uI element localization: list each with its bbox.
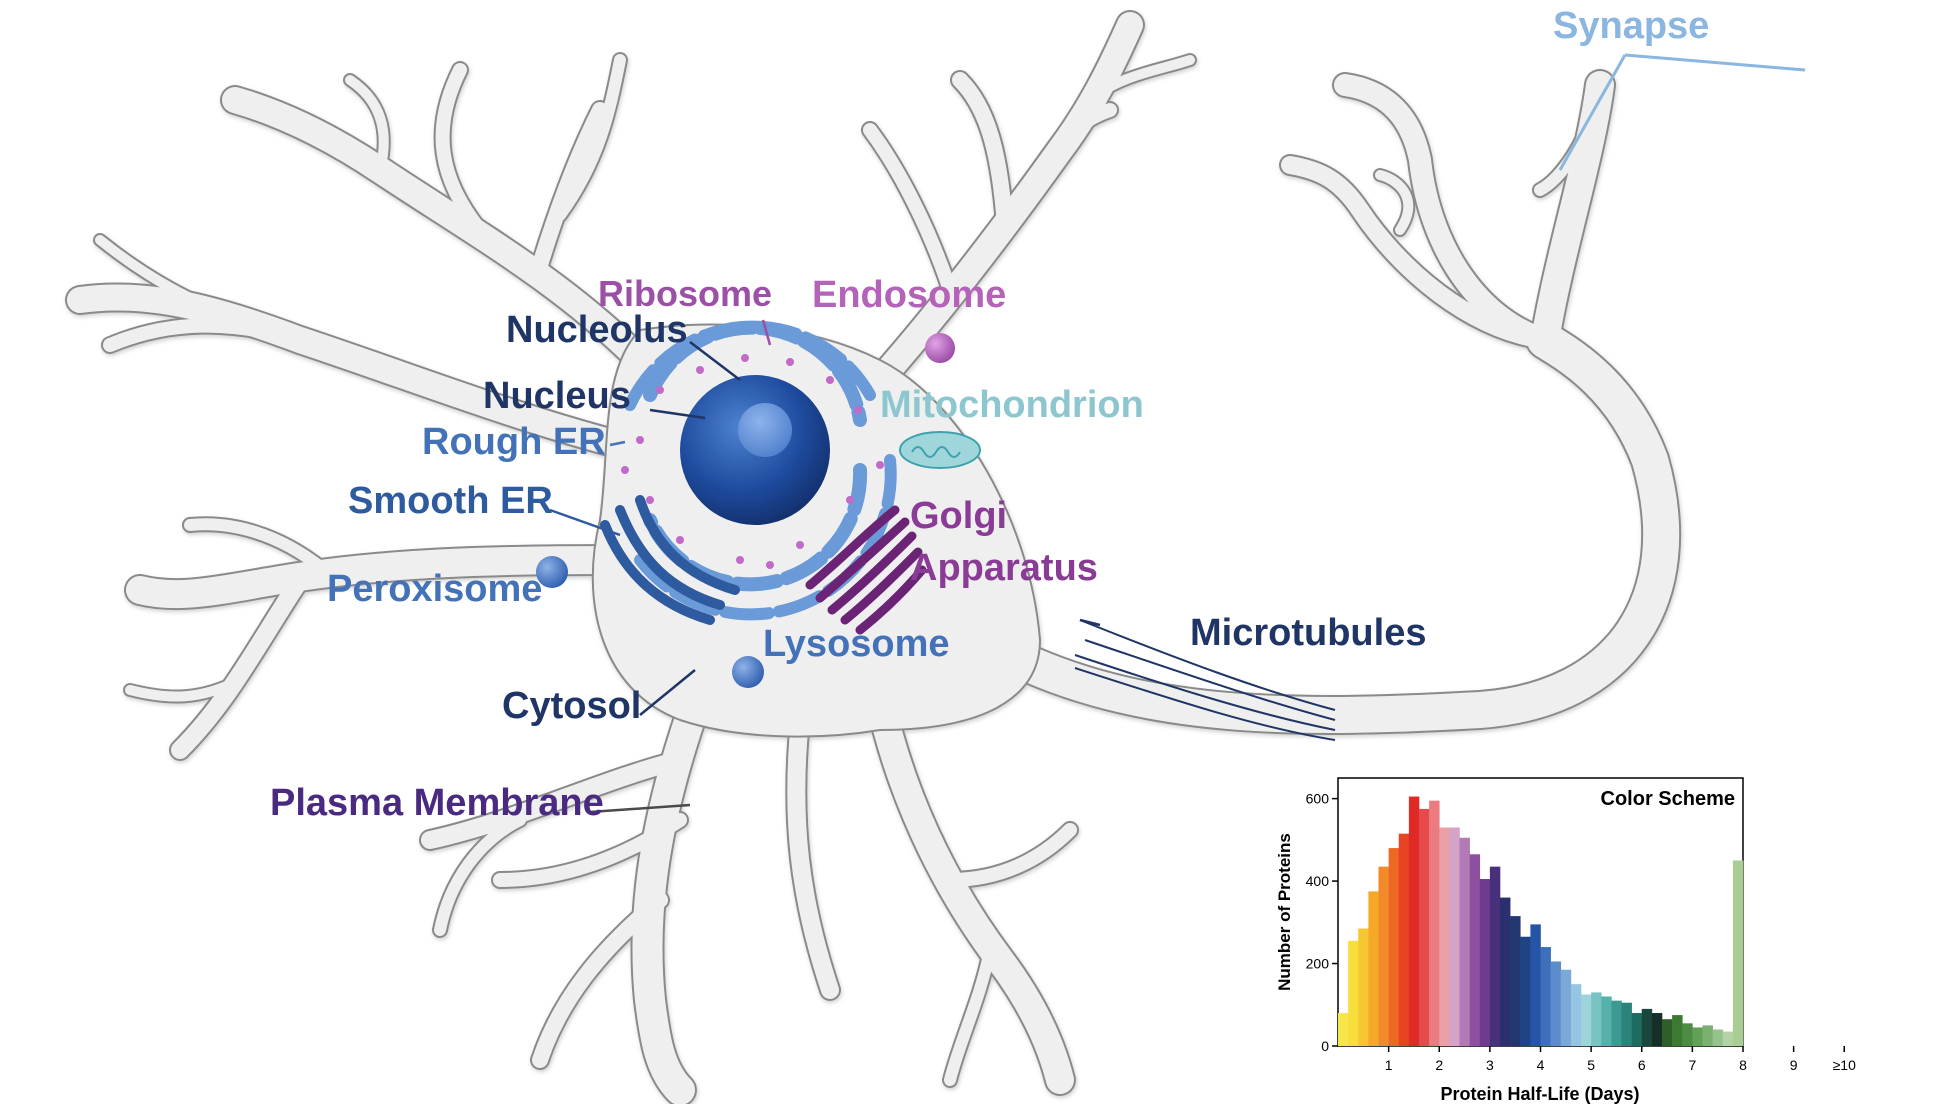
histogram-bar bbox=[1510, 916, 1521, 1046]
histogram-bar bbox=[1621, 1002, 1632, 1046]
histogram-bar bbox=[1672, 1015, 1683, 1046]
histogram-bar bbox=[1429, 800, 1440, 1046]
label-peroxisome: Peroxisome bbox=[327, 568, 542, 610]
histogram-bar bbox=[1560, 969, 1572, 1046]
x-tick-label: 9 bbox=[1790, 1057, 1798, 1073]
histogram-bar bbox=[1722, 1031, 1734, 1046]
lysosome bbox=[732, 656, 764, 688]
histogram-bar bbox=[1570, 984, 1582, 1046]
histogram-bar bbox=[1651, 1013, 1663, 1046]
label-ribosome: Ribosome bbox=[598, 273, 772, 314]
histogram-bar bbox=[1662, 1019, 1673, 1046]
histogram-bar bbox=[1550, 961, 1562, 1046]
histogram-bar bbox=[1540, 947, 1551, 1046]
histogram-bar bbox=[1419, 808, 1430, 1046]
histogram-bar bbox=[1489, 866, 1501, 1046]
histogram-bar bbox=[1338, 1013, 1349, 1046]
histogram-bar bbox=[1358, 928, 1369, 1046]
histogram-bar bbox=[1368, 891, 1379, 1046]
histogram-bar bbox=[1439, 827, 1450, 1046]
y-tick-label: 400 bbox=[1306, 873, 1330, 889]
x-tick-label: 1 bbox=[1385, 1057, 1393, 1073]
x-tick-label: 7 bbox=[1688, 1057, 1696, 1073]
histogram-bar bbox=[1520, 936, 1531, 1046]
label-nucleolus: Nucleolus bbox=[506, 309, 688, 351]
histogram-bar bbox=[1459, 837, 1470, 1046]
label-microtubules: Microtubules bbox=[1190, 612, 1426, 654]
y-tick-label: 0 bbox=[1321, 1038, 1329, 1054]
histogram-bar bbox=[1732, 860, 1744, 1046]
golgi-apparatus bbox=[805, 505, 927, 635]
histogram-bar bbox=[1449, 827, 1460, 1046]
histogram-bar bbox=[1631, 1013, 1643, 1046]
label-synapse: Synapse bbox=[1553, 5, 1709, 47]
histogram-bar bbox=[1398, 833, 1410, 1046]
cell-body bbox=[65, 10, 1682, 1104]
smooth-er bbox=[600, 495, 740, 625]
histogram-bar bbox=[1682, 1023, 1693, 1046]
histogram-bar bbox=[1702, 1025, 1713, 1046]
label-lysosome: Lysosome bbox=[763, 623, 950, 665]
histogram-bar bbox=[1692, 1027, 1703, 1046]
half-life-histogram: Color Scheme 0 200 400 600 1 2 3 4 5 6 7 8 9 ≥10 Pro… bbox=[1275, 777, 1856, 1104]
x-tick-label: 4 bbox=[1537, 1057, 1545, 1073]
microtubules bbox=[1074, 619, 1336, 741]
chart-x-axis: 1 2 3 4 5 6 7 8 9 ≥10 bbox=[1385, 1046, 1856, 1073]
chart-bars bbox=[1338, 796, 1744, 1046]
leader-lines bbox=[549, 319, 1101, 814]
label-mitochondrion: Mitochondrion bbox=[880, 384, 1144, 426]
chart-y-axis: 0 200 400 600 bbox=[1306, 791, 1338, 1054]
x-tick-label: ≥10 bbox=[1833, 1057, 1856, 1073]
histogram-bar bbox=[1641, 1008, 1653, 1046]
x-tick-label: 5 bbox=[1587, 1057, 1595, 1073]
synapse-pointer bbox=[1558, 53, 1806, 171]
label-rough-er: Rough ER bbox=[422, 421, 606, 463]
x-tick-label: 2 bbox=[1435, 1057, 1443, 1073]
label-golgi-line2: Apparatus bbox=[910, 547, 1098, 589]
histogram-bar bbox=[1408, 796, 1420, 1046]
chart-x-label: Protein Half-Life (Days) bbox=[1440, 1084, 1639, 1104]
histogram-bar bbox=[1348, 940, 1359, 1046]
histogram-bar bbox=[1712, 1029, 1724, 1046]
chart-title: Color Scheme bbox=[1601, 788, 1735, 810]
histogram-bar bbox=[1601, 996, 1612, 1046]
histogram-bar bbox=[1591, 992, 1602, 1046]
histogram-bar bbox=[1388, 848, 1400, 1046]
label-cytosol: Cytosol bbox=[502, 685, 641, 727]
histogram-bar bbox=[1378, 866, 1389, 1046]
label-golgi-line1: Golgi bbox=[910, 495, 1007, 537]
histogram-bar bbox=[1500, 897, 1511, 1046]
mitochondrion bbox=[899, 431, 981, 469]
x-tick-label: 8 bbox=[1739, 1057, 1747, 1073]
y-tick-label: 600 bbox=[1306, 791, 1330, 807]
histogram-bar bbox=[1479, 879, 1491, 1046]
endosome bbox=[925, 333, 955, 363]
y-tick-label: 200 bbox=[1306, 956, 1330, 972]
histogram-bar bbox=[1469, 854, 1481, 1046]
histogram-bar bbox=[1581, 994, 1592, 1046]
x-tick-label: 6 bbox=[1638, 1057, 1646, 1073]
label-nucleus: Nucleus bbox=[483, 375, 631, 417]
x-tick-label: 3 bbox=[1486, 1057, 1494, 1073]
label-endosome: Endosome bbox=[812, 274, 1006, 316]
chart-y-label: Number of Proteins bbox=[1275, 833, 1294, 991]
label-smooth-er: Smooth ER bbox=[348, 480, 553, 522]
histogram-bar bbox=[1611, 1000, 1622, 1046]
peroxisome bbox=[536, 556, 568, 588]
ribosome-dots bbox=[621, 354, 884, 569]
nucleolus bbox=[738, 403, 792, 457]
label-plasma-membrane: Plasma Membrane bbox=[270, 782, 604, 824]
histogram-bar bbox=[1530, 924, 1541, 1046]
